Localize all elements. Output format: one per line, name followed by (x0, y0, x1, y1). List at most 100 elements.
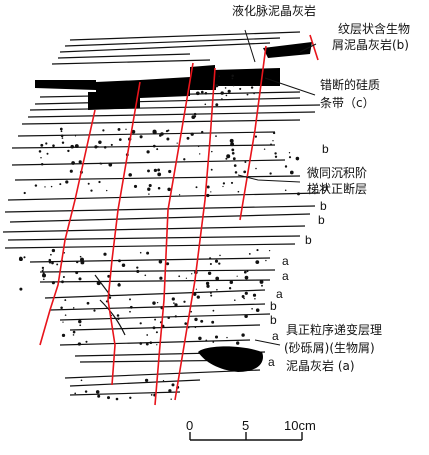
grain-dot (272, 131, 276, 135)
grain-dot (129, 298, 131, 301)
grain-dot (50, 253, 52, 256)
grain-dot (76, 260, 79, 264)
bed-label: b (270, 313, 277, 327)
grain-dot (252, 293, 257, 297)
grain-dot (174, 315, 177, 318)
grain-dot (166, 137, 170, 141)
grain-dot (51, 261, 54, 265)
grain-dot (183, 300, 186, 303)
grain-dot (155, 331, 158, 334)
grain-dot (244, 275, 249, 280)
grain-dot (79, 324, 82, 327)
grain-dot (78, 277, 82, 281)
grain-dot (289, 170, 294, 175)
grain-dot (241, 295, 245, 298)
grain-dot (79, 255, 82, 258)
grain-dot (50, 185, 53, 188)
grain-dot (48, 261, 52, 264)
grain-dot (232, 157, 236, 161)
grain-dot (40, 156, 42, 159)
grain-dot (74, 392, 77, 395)
grain-dot (236, 275, 238, 277)
grain-dot (187, 326, 190, 329)
grain-dot (200, 319, 204, 323)
grain-dot (72, 330, 76, 334)
grain-dot (166, 262, 170, 266)
grain-dot (70, 144, 74, 149)
grain-dot (115, 397, 119, 401)
grain-dot (272, 140, 274, 142)
grain-dot (94, 145, 98, 149)
grain-dot (274, 152, 277, 155)
grain-dot (84, 390, 88, 393)
grain-dot (108, 296, 112, 299)
grain-dot (176, 142, 178, 144)
label-micro-fault-1: 微同沉积阶 (307, 166, 368, 180)
grain-dot (48, 258, 52, 262)
faults (39, 34, 319, 406)
grain-dot (193, 112, 197, 116)
grain-dot (152, 326, 156, 330)
grain-dot (75, 271, 79, 275)
grain-dot (234, 299, 236, 301)
grain-dot (255, 260, 260, 264)
grain-dot (62, 275, 65, 279)
label-laminated-limestone-1: 纹层状含生物 (338, 22, 411, 36)
grain-dot (62, 321, 64, 323)
grain-dot (171, 383, 175, 387)
grain-dot (212, 309, 215, 312)
grain-dot (107, 396, 110, 400)
grain-dot (232, 84, 235, 87)
grain-dot (211, 150, 213, 153)
grain-dot (218, 262, 221, 265)
grain-dot (206, 193, 210, 198)
grain-dot (225, 94, 228, 97)
grain-dot (214, 335, 219, 339)
grain-dot (157, 172, 162, 177)
grain-dot (190, 132, 194, 136)
grain-dot (204, 103, 207, 106)
grain-dot (254, 135, 257, 138)
grain-dot (148, 193, 150, 195)
grain-dot (209, 262, 212, 266)
grain-dot (233, 164, 237, 167)
label-graded-bedding-3: 泥晶灰岩 (a) (286, 359, 355, 373)
grain-stipple (18, 74, 300, 401)
grain-dot (103, 145, 107, 149)
grain-dot (61, 137, 64, 139)
grain-dot (131, 129, 136, 134)
grain-dot (136, 269, 140, 273)
grain-dot (195, 91, 200, 96)
grain-dot (128, 173, 132, 177)
grain-dot (61, 280, 64, 284)
grain-dot (107, 274, 111, 278)
grain-dot (72, 307, 75, 309)
scale-tick-10: 10cm (284, 418, 316, 433)
grain-dot (159, 276, 163, 280)
grain-dot (174, 303, 178, 307)
grain-dot (108, 162, 113, 167)
grain-dot (59, 127, 63, 131)
silica-bands (35, 42, 312, 372)
grain-dot (261, 284, 263, 287)
grain-dot (60, 134, 64, 138)
bed-label: a (272, 329, 279, 343)
grain-dot (67, 149, 70, 153)
grain-dot (40, 143, 44, 147)
grain-dot (226, 154, 231, 159)
grain-dot (265, 259, 267, 262)
grain-dot (259, 279, 264, 284)
grain-dot (268, 249, 271, 252)
grain-dot (237, 190, 240, 193)
grain-dot (40, 163, 44, 166)
grain-dot (201, 130, 204, 134)
grain-dot (59, 183, 62, 186)
grain-dot (209, 257, 212, 260)
grain-dot (274, 155, 278, 158)
grain-dot (159, 134, 162, 137)
grain-dot (204, 92, 208, 95)
grain-dot (296, 158, 299, 161)
grain-dot (206, 284, 210, 288)
grain-dot (78, 160, 82, 164)
